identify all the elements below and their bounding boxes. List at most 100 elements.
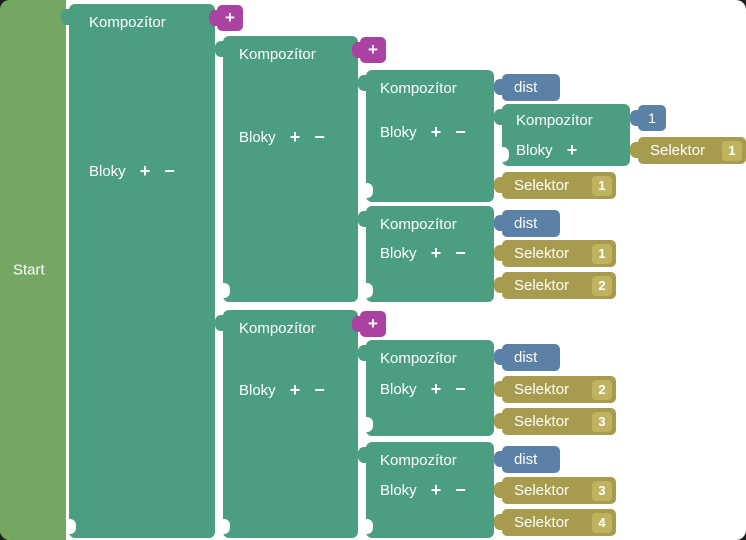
block-kompozitor-g1[interactable]: Kompozítor Bloky + − [215,36,358,302]
block-kompozitor-c3[interactable]: Kompozítor Bloky + − [358,340,494,436]
block-value[interactable]: 1 [630,105,666,131]
append-block-button[interactable]: + [209,5,243,31]
add-slot-button[interactable]: + [430,122,442,142]
block-selektor[interactable]: Selektor 2 [494,376,616,403]
remove-slot-button[interactable]: − [314,380,325,400]
dist-label: dist [514,451,538,468]
block-dist[interactable]: dist [494,74,560,101]
block-dist[interactable]: dist [494,210,560,237]
selektor-index-badge: 1 [592,175,612,196]
selektor-label: Selektor [650,142,706,159]
puzzle-knob [494,215,504,231]
block-kompozitor-g2[interactable]: Kompozítor Bloky + − [215,310,358,538]
remove-slot-button[interactable]: − [164,161,175,181]
add-slot-button[interactable]: + [566,140,578,160]
puzzle-knob [352,42,362,58]
puzzle-knob [494,79,504,95]
selektor-index-badge: 1 [722,140,742,161]
selektor-index-badge: 3 [592,411,612,432]
bloky-label: Bloky [380,481,417,499]
block-dist[interactable]: dist [494,344,560,371]
block-title: Kompozítor [380,215,457,233]
block-selektor[interactable]: Selektor 3 [494,477,616,504]
puzzle-socket [69,519,76,534]
puzzle-knob [494,245,504,261]
block-kompozitor-nested[interactable]: Kompozítor Bloky + [494,104,630,166]
selektor-label: Selektor [514,381,570,398]
block-title: Kompozítor [380,349,457,367]
selektor-label: Selektor [514,482,570,499]
block-selektor[interactable]: Selektor 1 [630,137,746,164]
block-kompozitor-c4[interactable]: Kompozítor Bloky + − [358,442,494,538]
puzzle-socket [366,417,373,432]
start-label: Start [13,261,45,279]
block-dist[interactable]: dist [494,446,560,473]
selektor-label: Selektor [514,277,570,294]
remove-slot-button[interactable]: − [455,122,466,142]
puzzle-knob [215,41,225,57]
block-selektor[interactable]: Selektor 2 [494,272,616,299]
bloky-label: Bloky [516,141,553,159]
bloky-label: Bloky [380,244,417,262]
selektor-index-badge: 3 [592,480,612,501]
puzzle-socket [223,283,230,298]
append-block-label: + [368,314,378,333]
dist-label: dist [514,79,538,96]
add-slot-button[interactable]: + [430,480,442,500]
puzzle-knob [494,349,504,365]
puzzle-knob [494,277,504,293]
selektor-index-badge: 2 [592,275,612,296]
append-block-label: + [368,40,378,59]
puzzle-knob [215,315,225,331]
block-start[interactable]: Start [0,0,66,540]
puzzle-knob [494,451,504,467]
block-selektor[interactable]: Selektor 1 [494,172,616,199]
puzzle-knob [494,381,504,397]
block-selektor[interactable]: Selektor 3 [494,408,616,435]
add-slot-button[interactable]: + [289,127,301,147]
puzzle-socket [366,519,373,534]
add-slot-button[interactable]: + [289,380,301,400]
add-slot-button[interactable]: + [430,379,442,399]
puzzle-knob [630,110,640,126]
remove-slot-button[interactable]: − [455,480,466,500]
puzzle-knob [494,109,504,125]
selektor-index-badge: 4 [592,512,612,533]
puzzle-knob [494,482,504,498]
puzzle-knob [494,413,504,429]
puzzle-socket [502,147,509,162]
puzzle-knob [352,316,362,332]
block-selektor[interactable]: Selektor 1 [494,240,616,267]
block-selektor[interactable]: Selektor 4 [494,509,616,536]
puzzle-knob [494,514,504,530]
append-block-button[interactable]: + [352,311,386,337]
block-kompozitor-c2[interactable]: Kompozítor Bloky + − [358,206,494,302]
selektor-index-badge: 1 [592,243,612,264]
remove-slot-button[interactable]: − [455,379,466,399]
selektor-label: Selektor [514,413,570,430]
value-label: 1 [648,110,656,126]
puzzle-knob [61,9,71,25]
puzzle-knob [209,10,219,26]
selektor-label: Selektor [514,245,570,262]
puzzle-knob [358,447,368,463]
append-block-button[interactable]: + [352,37,386,63]
remove-slot-button[interactable]: − [314,127,325,147]
remove-slot-button[interactable]: − [455,243,466,263]
block-kompozitor-c1[interactable]: Kompozítor Bloky + − [358,70,494,202]
puzzle-knob [494,177,504,193]
block-title: Kompozítor [380,451,457,469]
selektor-label: Selektor [514,177,570,194]
block-title: Kompozítor [239,45,316,63]
add-slot-button[interactable]: + [139,161,151,181]
puzzle-knob [630,142,640,158]
block-title: Kompozítor [239,319,316,337]
bloky-label: Bloky [380,380,417,398]
add-slot-button[interactable]: + [430,243,442,263]
puzzle-socket [223,519,230,534]
dist-label: dist [514,349,538,366]
puzzle-knob [358,345,368,361]
block-kompozitor-root[interactable]: Kompozítor Bloky + − [61,4,215,538]
block-title: Kompozítor [89,13,166,31]
